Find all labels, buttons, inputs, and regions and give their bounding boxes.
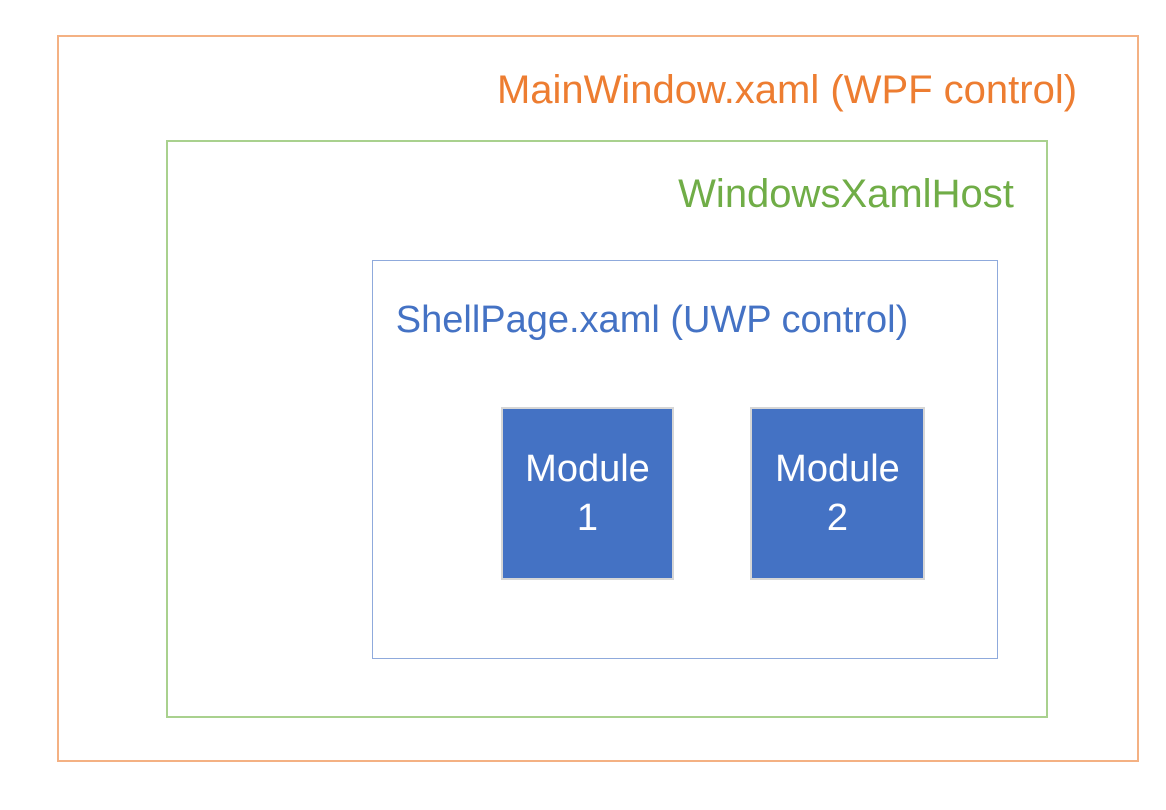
module-1-label: Module 1 <box>525 445 650 542</box>
module-1-label-line2: 1 <box>576 496 599 539</box>
mainwindow-wpf-box <box>57 35 1139 762</box>
shellpage-uwp-box <box>372 260 998 659</box>
module-1-block: Module 1 <box>501 407 674 580</box>
windows-xaml-host-box <box>166 140 1048 718</box>
module-2-label-line1: Module <box>775 447 900 490</box>
module-2-block: Module 2 <box>750 407 925 580</box>
mainwindow-wpf-label: MainWindow.xaml (WPF control) <box>496 68 1078 112</box>
module-2-label-line2: 2 <box>826 496 849 539</box>
shellpage-uwp-label: ShellPage.xaml (UWP control) <box>395 299 909 341</box>
module-1-label-line1: Module <box>525 447 650 490</box>
windows-xaml-host-label: WindowsXamlHost <box>678 172 1014 216</box>
module-2-label: Module 2 <box>775 445 900 542</box>
